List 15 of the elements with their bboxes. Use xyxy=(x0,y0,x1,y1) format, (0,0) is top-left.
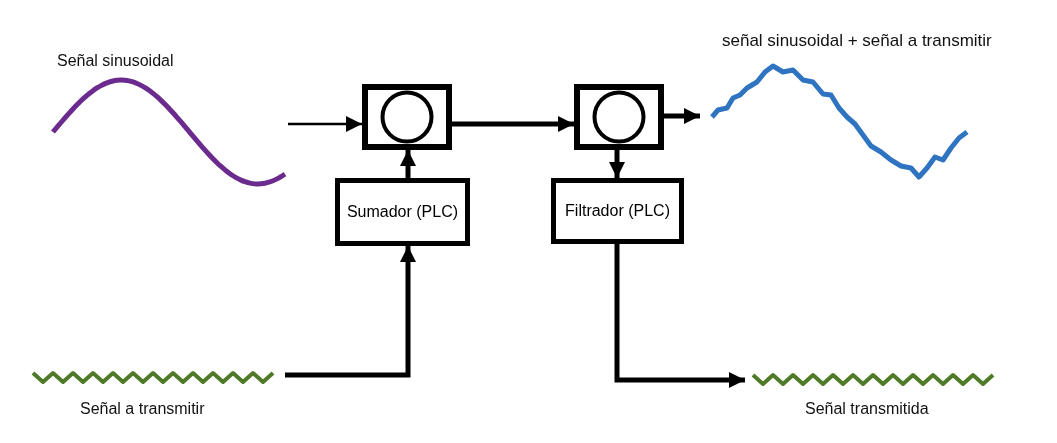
arrow xyxy=(400,150,416,178)
signal-caption: Señal transmitida xyxy=(805,400,929,418)
process-box: Sumador (PLC) xyxy=(335,178,470,246)
arrow xyxy=(664,108,700,124)
arrow xyxy=(614,244,745,388)
mixer-box xyxy=(362,84,452,150)
signal-caption: señal sinusoidal + señal a transmitir xyxy=(722,31,992,51)
arrow xyxy=(609,150,625,178)
signal-caption: Señal a transmitir xyxy=(80,400,205,418)
arrow xyxy=(288,116,362,132)
process-box: Filtrador (PLC) xyxy=(551,178,684,244)
mixer-box xyxy=(574,84,664,150)
arrow xyxy=(285,246,416,378)
arrow xyxy=(452,116,574,132)
signal-caption: Señal sinusoidal xyxy=(57,52,174,70)
